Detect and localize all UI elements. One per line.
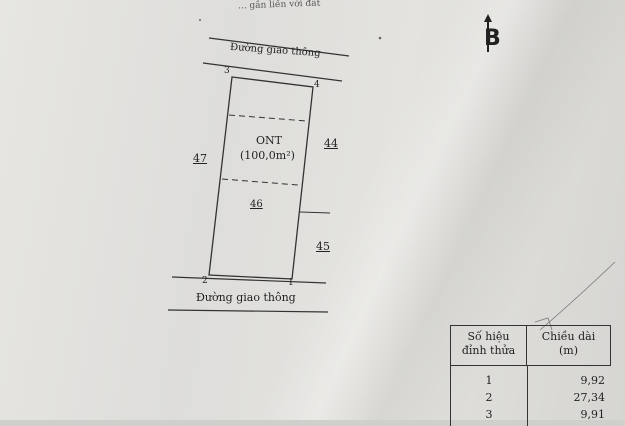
table-header-length-line1: Chiều dài	[541, 330, 596, 343]
table-cell-length: 27,34	[573, 391, 606, 404]
neighbor-boundary-line	[299, 211, 331, 214]
table-header-vertex: Số hiệu đỉnh thửa	[451, 326, 527, 366]
parcel-boundary	[208, 76, 314, 280]
ink-speck	[378, 36, 382, 40]
north-letter: B	[484, 26, 501, 51]
ink-speck	[199, 19, 201, 21]
pen-mark	[539, 261, 616, 331]
parcel-number-label: 46	[250, 199, 263, 210]
table-header-vertex-line1: Số hiệu	[467, 330, 510, 343]
table-cell-vertex: 3	[485, 408, 493, 421]
table-cell-vertex: 2	[485, 391, 493, 404]
road-top-line-lower	[202, 62, 343, 82]
area-label: (100,0m²)	[240, 149, 295, 162]
table-row: 2 27,34	[451, 391, 611, 407]
subdivision-line-lower	[221, 178, 299, 186]
table-column-divider	[527, 366, 528, 426]
table-cell-vertex: 1	[485, 374, 493, 387]
subdivision-line-upper	[228, 114, 308, 122]
table-header-length: Chiều dài (m)	[527, 326, 611, 366]
vertex-label-2: 2	[202, 276, 208, 286]
road-top-line-upper	[208, 37, 350, 57]
table-cell-length: 9,91	[580, 408, 606, 421]
road-bottom-line-lower	[167, 309, 329, 313]
road-bottom-line-upper	[171, 276, 327, 284]
neighbor-parcel-right-top: 44	[324, 137, 338, 150]
road-label-bottom: Đường giao thông	[196, 291, 296, 304]
table-header-vertex-line2: đỉnh thửa	[461, 344, 516, 357]
table-header-length-line2: (m)	[558, 344, 578, 357]
neighbor-parcel-left: 47	[193, 152, 207, 165]
land-type-label: ONT	[256, 134, 282, 147]
table-row: 1 9,92	[451, 374, 611, 390]
vertex-label-1: 1	[288, 278, 294, 288]
vertex-length-table: Số hiệu đỉnh thửa Chiều dài (m) 1 9,92 2…	[450, 325, 611, 426]
vertex-label-3: 3	[224, 66, 230, 76]
north-arrow-icon: B	[480, 14, 502, 54]
pen-mark-tick	[534, 317, 553, 331]
table-cell-length: 9,92	[580, 374, 606, 387]
table-row: 3 9,91	[451, 408, 611, 424]
vertex-label-4: 4	[314, 80, 320, 90]
neighbor-parcel-right-bottom: 45	[316, 240, 330, 253]
